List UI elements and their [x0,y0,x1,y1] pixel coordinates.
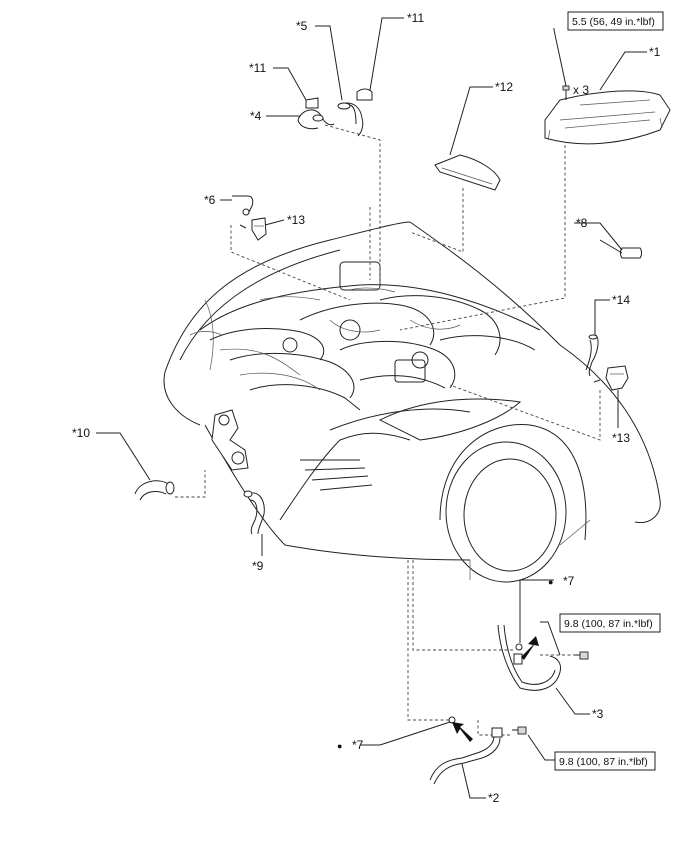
callout-7-bottom: *7 [352,738,364,752]
callout-12: *12 [495,80,513,94]
bracket-13 [239,217,267,241]
hose-clamp [305,97,319,109]
callout-leaders [96,17,647,799]
callout-4: *4 [250,109,262,123]
hose-10 [134,480,175,501]
pipe-3 [497,624,561,691]
gasket-ring [448,716,456,724]
arrow-icon [452,722,473,742]
hose-5 [337,102,364,137]
engine-room-cover [544,90,671,145]
vehicle-front-outline [163,221,661,583]
torque-spec-mid: 9.8 (100, 87 in.*lbf) [559,613,661,633]
gasket-ring [515,643,523,651]
callout-11-left: *11 [249,61,266,75]
dot-marker: ● [548,577,553,587]
callout-13-right: *13 [612,431,630,445]
callout-11-top: *11 [407,11,424,25]
dot-marker: ● [337,741,342,751]
callout-13-left: *13 [287,213,305,227]
callout-9: *9 [252,559,264,573]
hose-6 [232,195,254,216]
callout-10: *10 [72,426,90,440]
hose-short [599,239,642,259]
callout-6: *6 [204,193,216,207]
arrow-icon [521,636,539,660]
callout-7-top: *7 [563,574,575,588]
callout-14: *14 [612,293,630,307]
bracket-13 [593,365,629,391]
bolt-icon [512,726,527,735]
hose-4 [297,109,335,130]
hose-clamp [356,88,373,101]
air-intake-cover [434,154,501,191]
callout-labels: *1 x 3 *12 *5 *11 *11 *4 *6 *13 *8 *14 *… [72,11,661,805]
callout-5: *5 [296,19,308,33]
connection-leader-lines [175,124,601,736]
torque-spec-top: 5.5 (56, 49 in.*lbf) [567,11,664,31]
callout-3: *3 [592,707,604,721]
callout-2: *2 [488,791,500,805]
callout-8: *8 [576,216,588,230]
torque-spec-bottom: 9.8 (100, 87 in.*lbf) [554,751,656,771]
throttle-assembly [211,409,249,471]
quantity-label: x 3 [573,83,589,97]
hose-9 [243,490,265,535]
torque-value-bottom: 9.8 (100, 87 in.*lbf) [559,756,648,768]
pipe-2 [429,727,503,785]
callout-1: *1 [649,45,661,59]
bolt-icon [575,651,589,660]
torque-value-mid: 9.8 (100, 87 in.*lbf) [564,618,653,630]
hose-14 [585,334,599,377]
torque-value-top: 5.5 (56, 49 in.*lbf) [572,16,655,28]
engine-compartment [189,261,541,411]
